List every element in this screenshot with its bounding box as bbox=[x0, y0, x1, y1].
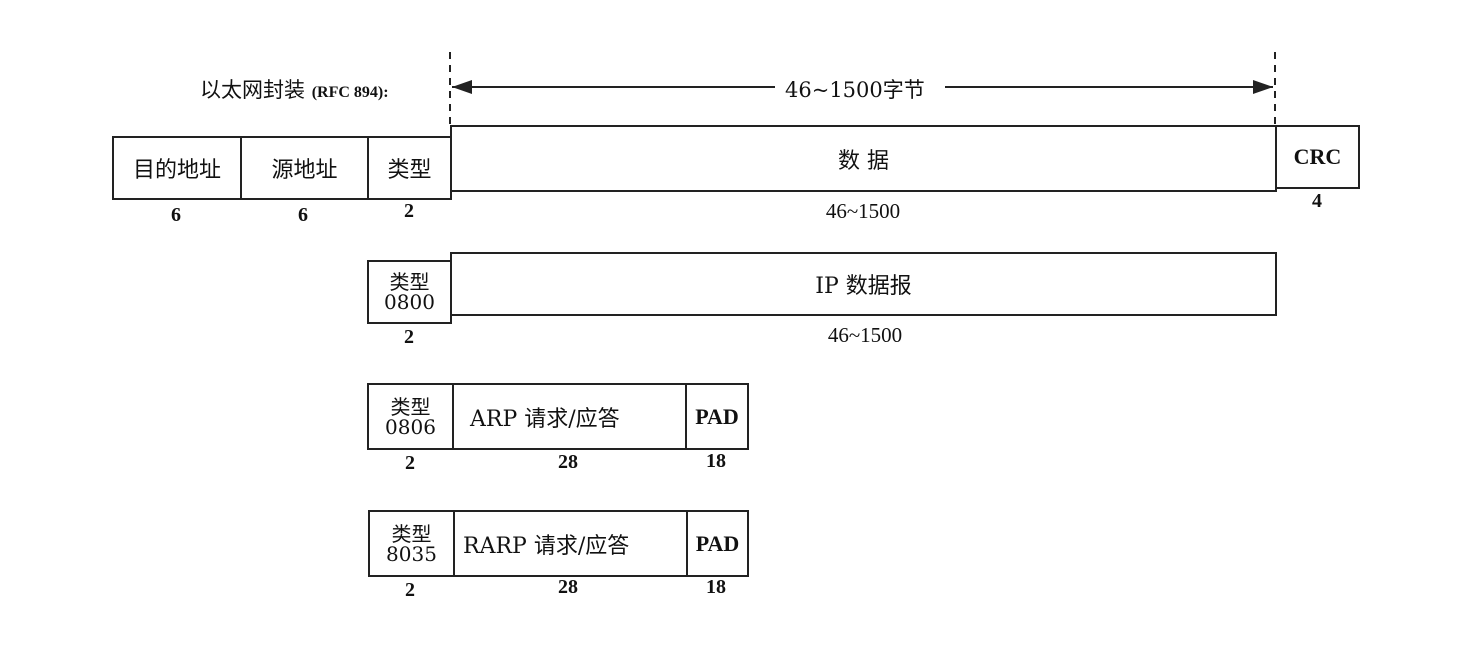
range-arrow-right-head bbox=[1253, 80, 1273, 94]
rarp-payload-size: 28 bbox=[558, 576, 578, 598]
arp-payload-size: 28 bbox=[558, 451, 578, 473]
ip-type-cell: 类型 0800 bbox=[369, 262, 450, 322]
range-arrow-left-head bbox=[452, 80, 472, 94]
src-size: 6 bbox=[298, 204, 308, 226]
crc-cell: CRC bbox=[1293, 144, 1342, 169]
src-address-cell: 源地址 bbox=[242, 138, 369, 198]
ip-type-box: 类型 0800 bbox=[367, 260, 452, 324]
ip-datagram-cell: IP 数据报 bbox=[815, 274, 912, 299]
arp-type-size: 2 bbox=[405, 452, 415, 474]
ip-type-code: 0800 bbox=[384, 290, 435, 314]
arp-pad-cell: PAD bbox=[695, 403, 739, 429]
ip-type-size: 2 bbox=[404, 326, 414, 348]
dst-address-cell: 目的地址 bbox=[114, 138, 242, 198]
rarp-type-code: 8035 bbox=[386, 541, 437, 566]
crc-size: 4 bbox=[1312, 190, 1322, 212]
arp-payload-cell: ARP 请求/应答 bbox=[454, 385, 687, 448]
rarp-type-cell: 类型 8035 bbox=[370, 512, 455, 575]
rarp-type-label: 类型 bbox=[391, 521, 432, 546]
arp-type-code: 0806 bbox=[385, 414, 436, 439]
rarp-pad-size: 18 bbox=[706, 576, 726, 598]
title-prefix: 以太网封装 bbox=[200, 78, 305, 102]
arp-pad-size: 18 bbox=[706, 450, 726, 472]
type-size: 2 bbox=[404, 200, 414, 222]
title-rfc: (RFC 894): bbox=[311, 84, 389, 101]
ethernet-header-box: 目的地址 源地址 类型 bbox=[112, 136, 452, 200]
data-cell-box: 数 据 bbox=[450, 125, 1277, 192]
arp-type-label: 类型 bbox=[390, 394, 431, 419]
arp-type-cell: 类型 0806 bbox=[369, 385, 454, 448]
rarp-frame-box: 类型 8035 RARP 请求/应答 PAD bbox=[368, 510, 749, 577]
rarp-payload-cell: RARP 请求/应答 bbox=[455, 512, 688, 575]
ip-payload-size: 46~1500 bbox=[827, 323, 903, 347]
data-size: 46~1500 bbox=[825, 199, 901, 223]
range-label: 46~1500字节 bbox=[785, 78, 925, 102]
ip-datagram-box: IP 数据报 bbox=[450, 252, 1277, 316]
type-cell: 类型 bbox=[387, 158, 432, 183]
rarp-type-size: 2 bbox=[405, 579, 415, 601]
rarp-pad-cell: PAD bbox=[695, 530, 740, 556]
ethernet-encapsulation-title: 以太网封装 (RFC 894): bbox=[200, 74, 389, 104]
data-cell: 数 据 bbox=[838, 148, 889, 174]
ip-type-label: 类型 bbox=[389, 270, 430, 294]
dst-size: 6 bbox=[171, 204, 181, 226]
crc-cell-box: CRC bbox=[1275, 125, 1360, 189]
arp-frame-box: 类型 0806 ARP 请求/应答 PAD bbox=[367, 383, 749, 450]
